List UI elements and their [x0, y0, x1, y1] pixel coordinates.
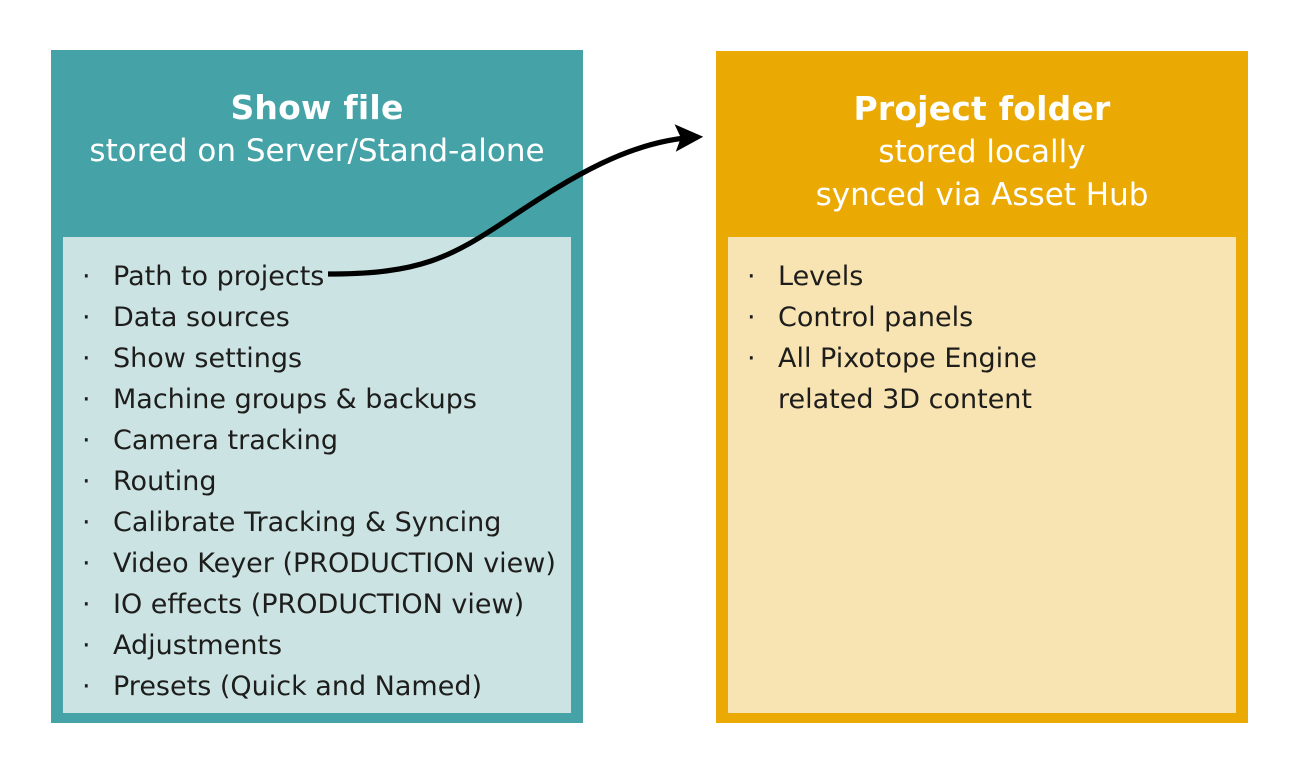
bullet-icon: · [82, 384, 91, 415]
bullet-icon: · [82, 343, 91, 374]
bullet-icon: · [747, 261, 756, 292]
list-item-label: All Pixotope Engine [778, 343, 1037, 374]
show-file-subtitle: stored on Server/Stand-alone [89, 133, 545, 169]
list-item: · Control panels [728, 297, 1236, 338]
project-folder-subtitle-line-1: stored locally [878, 134, 1086, 170]
show-file-box: Show file stored on Server/Stand-alone ·… [51, 50, 583, 723]
list-item: · Routing [63, 461, 571, 502]
list-item: · Camera tracking [63, 420, 571, 461]
list-item-label: Video Keyer (PRODUCTION view) [113, 548, 556, 579]
bullet-icon: · [82, 589, 91, 620]
list-item: · Data sources [63, 297, 571, 338]
bullet-icon: · [82, 302, 91, 333]
bullet-icon: · [82, 630, 91, 661]
project-folder-box: Project folder stored locally synced via… [716, 51, 1248, 723]
bullet-icon: · [82, 466, 91, 497]
list-item-label: Presets (Quick and Named) [113, 671, 483, 702]
bullet-icon: · [747, 302, 756, 333]
list-item: · Presets (Quick and Named) [63, 666, 571, 707]
list-item: · Video Keyer (PRODUCTION view) [63, 543, 571, 584]
project-folder-content-panel: · Levels · Control panels · All Pixotope… [728, 237, 1236, 713]
list-item-label: Control panels [778, 302, 974, 333]
list-item: · Machine groups & backups [63, 379, 571, 420]
list-item-label: Levels [778, 261, 864, 292]
show-file-content-panel: · Path to projects · Data sources · Show… [63, 237, 571, 713]
project-folder-subtitle-line-2: synced via Asset Hub [815, 177, 1149, 213]
bullet-icon: · [747, 343, 756, 374]
list-item-label: Show settings [113, 343, 303, 374]
list-item: · Calibrate Tracking & Syncing [63, 502, 571, 543]
list-item: · Show settings [63, 338, 571, 379]
list-item: · Levels [728, 256, 1236, 297]
bullet-icon: · [82, 425, 91, 456]
project-folder-header: Project folder stored locally synced via… [716, 51, 1248, 274]
show-file-title: Show file [230, 88, 404, 127]
bullet-icon: · [82, 548, 91, 579]
list-item-label: Path to projects [113, 261, 325, 292]
show-file-list: · Path to projects · Data sources · Show… [63, 237, 571, 707]
list-item-label: Data sources [113, 302, 290, 333]
list-item: · Path to projects [63, 256, 571, 297]
list-item-label: Camera tracking [113, 425, 339, 456]
bullet-icon: · [82, 507, 91, 538]
project-folder-list: · Levels · Control panels · All Pixotope… [728, 237, 1236, 420]
list-item-label: Machine groups & backups [113, 384, 477, 415]
list-item-label-continuation: related 3D content [778, 384, 1033, 415]
list-item: · IO effects (PRODUCTION view) [63, 584, 571, 625]
bullet-icon: · [82, 671, 91, 702]
bullet-icon: · [82, 261, 91, 292]
list-item-label: Routing [113, 466, 217, 497]
list-item: · Adjustments [63, 625, 571, 666]
list-item-label: Calibrate Tracking & Syncing [113, 507, 502, 538]
list-item: · All Pixotope Engine related 3D content [728, 338, 1236, 420]
list-item-label: Adjustments [113, 630, 283, 661]
list-item-label: IO effects (PRODUCTION view) [113, 589, 525, 620]
project-folder-title: Project folder [853, 89, 1111, 128]
